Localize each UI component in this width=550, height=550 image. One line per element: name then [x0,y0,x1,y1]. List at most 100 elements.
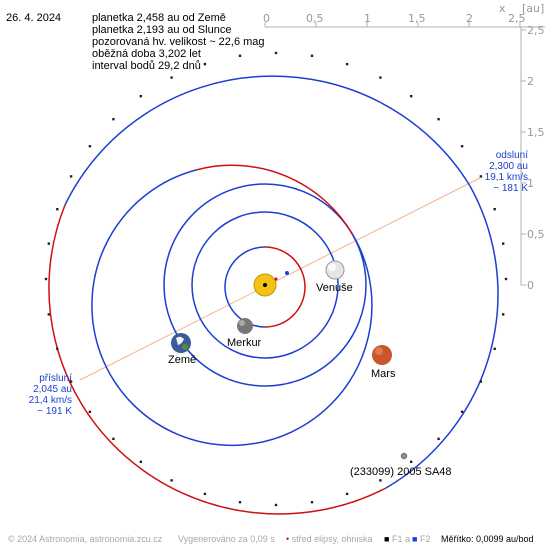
asteroid-label: (233099) 2005 SA48 [350,466,452,478]
orbit-point [345,492,349,496]
orbit-point [410,95,413,98]
mercury-orbit-red-arc [264,246,306,328]
orbit-point [504,277,508,281]
orbit-point [493,208,496,211]
info-period: oběžná doba 3,202 let [92,48,201,60]
earth-land [182,344,188,350]
asteroid-orbit [44,51,508,515]
center-legend-text: střed elipsy, ohniska [291,534,373,544]
aphelion-distance: 2,300 au [489,161,528,172]
aphelion-title: odsluní [495,150,528,161]
orbit-point [345,62,349,66]
earth [171,333,191,353]
earth-clouds [176,336,184,345]
y-tick-label: 1,5 [527,126,545,139]
y-tick-label: 2,5 [527,24,545,37]
orbit-point [310,54,314,57]
orbit-point [203,62,207,66]
orbit-point [203,492,207,496]
y-tick-label: 2 [527,75,534,88]
mars-orbit-blue-arc [91,169,373,447]
f2-legend-marker: ■ [412,534,418,544]
venus-orbit [191,211,339,359]
orbit-point [88,410,92,413]
right-axis: 2,5 2 1,5 1 0,5 0 [520,24,545,292]
asteroid-marker [400,452,408,460]
perihelion-note: přísluní 2,045 au 21,4 km/s ~ 191 K [20,373,72,417]
orbit-point [112,118,115,121]
x-tick-label: 0,5 [306,12,324,25]
orbit-point [139,95,142,98]
asteroid [400,452,408,460]
mars-orbit [91,164,373,447]
info-sun-distance: planetka 2,193 au od Slunce [92,24,232,36]
mars-highlight [375,347,383,355]
x-tick-label: 1,5 [408,12,426,25]
orbit-point [56,347,59,350]
top-axis: 0 0,5 1 1,5 2 2,5 x [au] [263,2,545,28]
axis-unit: [au] [522,2,544,15]
y-tick-label: 1 [527,177,534,190]
x-axis-label: x [499,2,506,15]
f1-legend-marker: ■ [384,534,390,544]
orbit-point [47,242,50,245]
ellipse-center-marker [274,277,278,281]
mars-label: Mars [371,368,396,380]
mars-disc [372,345,392,365]
f1-legend-text: F1 a [391,534,410,544]
orbit-point [379,479,382,482]
orbit-point [493,347,496,350]
orbit-point [47,313,50,316]
orbit-point [274,51,278,55]
date-label: 26. 4. 2024 [6,12,62,24]
earth-orbit [163,183,367,387]
x-tick-label: 1 [364,12,371,25]
orbit-point [238,54,242,57]
f2-marker [285,271,289,275]
orbit-point [112,437,115,440]
info-magnitude: pozorovaná hv. velikost ~ 22,6 mag [92,36,265,48]
asteroid-orbit-blue-arc-top [64,75,471,206]
info-point-interval: interval bodů 29,2 dnů [92,60,201,72]
asteroid-orbit-blue-arc-right [385,185,499,489]
y-tick-label: 0,5 [527,228,545,241]
perihelion-speed: 21,4 km/s [28,395,72,406]
center-legend-marker: • [286,534,290,544]
earth-label: Země [168,354,197,366]
sun [253,271,289,297]
mercury [237,318,253,334]
venus-label: Venuše [316,282,353,294]
y-tick-label: 0 [527,279,534,292]
orbit-point [238,501,242,504]
info-earth-distance: planetka 2,458 au od Země [92,12,226,24]
orbit-point [274,503,278,507]
perihelion-title: přísluní [39,373,72,384]
mercury-label: Merkur [227,337,262,349]
orbit-point [502,242,505,245]
orbit-point [502,313,505,316]
footer-generated: Vygenerováno za 0,09 s [178,534,275,544]
orbit-point [69,175,73,178]
orbit-point [479,175,483,178]
orbit-point [44,277,48,281]
perihelion-distance: 2,045 au [33,384,72,395]
venus-highlight [328,263,336,271]
orbit-point [437,118,440,121]
footer-f1-legend: ■ F1 a [384,534,410,544]
footer-copyright: © 2024 Astronomia, astronomia.zcu.cz [8,534,163,544]
orbit-point [170,76,173,79]
mars-orbit-red-arc [195,164,354,236]
footer-center-legend: • střed elipsy, ohniska [286,534,373,544]
f2-legend-text: F2 [419,534,431,544]
aphelion-note: odsluní 2,300 au 19,1 km/s ~ 181 K [472,150,528,194]
orbit-point [88,145,92,148]
asteroid-orbit-red-arc [48,204,387,515]
orbit-point [379,76,382,79]
aphelion-temperature: ~ 181 K [493,183,528,194]
venus [325,260,345,280]
perihelion-temperature: ~ 191 K [37,406,72,417]
footer-scale: Měřítko: 0,0099 au/bod [441,534,534,544]
orbit-point [170,479,173,482]
orbit-point [69,380,73,383]
